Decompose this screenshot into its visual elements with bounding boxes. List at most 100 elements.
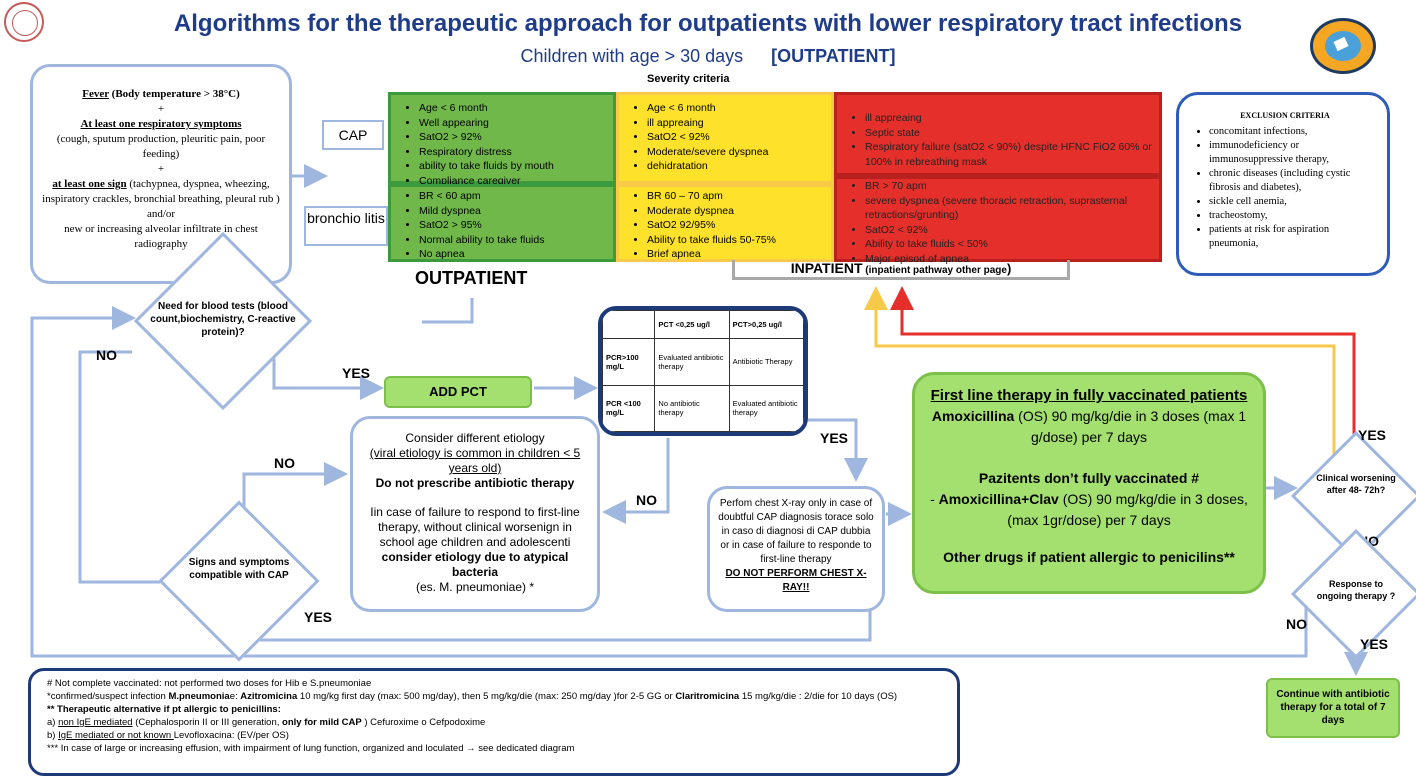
and-or-text: and/or: [146, 208, 176, 220]
blood-tests-question: Need for blood tests (blood count,bioche…: [150, 301, 296, 338]
yes-label-signs: YES: [304, 609, 333, 625]
cap-severe-item: Respiratory failure (satO2 < 90%) despit…: [865, 140, 1155, 169]
symptoms-heading: At least one respiratory symptoms: [80, 118, 242, 130]
inpatient-label: INPATIENT: [790, 260, 863, 276]
fn2-d: Azitromicina: [240, 691, 298, 702]
exclusion-title: EXCLUSION CRITERIA: [1240, 111, 1330, 120]
first-line-drug-1: Amoxicillina: [931, 408, 1015, 424]
signs-list: (tachypnea, dyspnea, wheezing, inspirato…: [42, 178, 280, 205]
plus-2: +: [157, 163, 165, 175]
fn4-c: (Cephalosporin II or III generation,: [132, 717, 283, 728]
bron-mild-item: No apnea: [419, 247, 609, 262]
bron-severe-item: Major episod of apnea: [865, 252, 1155, 267]
bron-mild-item: BR < 60 apm: [419, 189, 609, 204]
inpatient-heading: INPATIENT (inpatient pathway other page): [732, 260, 1070, 280]
bron-moderate-item: Brief apnea: [647, 247, 827, 262]
response-therapy-question: Response to ongoing therapy ?: [1316, 579, 1396, 601]
exclusion-item: chronic diseases (including cystic fibro…: [1209, 167, 1379, 195]
cap-moderate-item: dehidratation: [647, 159, 827, 174]
no-label-blood-tests: NO: [96, 347, 117, 363]
pct-col-header: PCT>0,25 ug/l: [728, 310, 804, 340]
cap-mild-item: Age < 6 month: [419, 101, 609, 116]
infiltrate-text: new or increasing alveolar infiltrate in…: [64, 223, 258, 250]
fn4-d: only for mild CAP: [282, 717, 362, 728]
cap-moderate-item: ill appreaing: [647, 116, 827, 131]
bron-moderate-item: SatO2 92/95%: [647, 218, 827, 233]
exclusion-item: sickle cell anemia,: [1209, 195, 1379, 209]
bron-mild-item: Mild dyspnea: [419, 204, 609, 219]
yes-label-worsening: YES: [1358, 427, 1387, 443]
bron-mild-item: Normal ability to take fluids: [419, 233, 609, 248]
etiology-line-1: Consider different etiology: [405, 431, 545, 445]
pct-cell: No antibiotic therapy: [654, 384, 730, 432]
fn4-b: non IgE mediated: [58, 717, 133, 728]
fn2-a: *confirmed/suspect infection: [47, 691, 169, 702]
exclusion-item: concomitant infections,: [1209, 125, 1379, 139]
severity-criteria-label: Severity criteria: [647, 73, 730, 85]
pct-row-header: PCR>100 mg/L: [602, 338, 656, 386]
bron-severe-item: BR > 70 apm: [865, 179, 1155, 194]
page-subtitle: Children with age > 30 days [OUTPATIENT]: [0, 46, 1416, 67]
clinical-worsening-question: Clinical worsening after 48- 72h?: [1316, 473, 1396, 495]
plus-1: +: [157, 103, 165, 115]
pct-cell: Evaluated antibiotic therapy: [728, 384, 804, 432]
footnote-1: # Not complete vaccinated: not performed…: [47, 678, 372, 689]
cap-moderate-cell: Age < 6 month ill appreaing SatO2 < 92% …: [616, 92, 834, 184]
yes-label-response: YES: [1360, 636, 1389, 652]
footnotes-box: # Not complete vaccinated: not performed…: [28, 668, 960, 776]
footnote-2: *confirmed/suspect infection M.pneumonia…: [47, 690, 943, 703]
etiology-line-3: Do not prescribe antibiotic therapy: [375, 476, 575, 490]
bron-moderate-item: BR 60 – 70 apm: [647, 189, 827, 204]
etiology-line-2: (viral etiology is common in children < …: [369, 446, 581, 475]
outpatient-heading: OUTPATIENT: [415, 268, 528, 288]
bronchiolitis-mild-cell: BR < 60 apm Mild dyspnea SatO2 > 95% Nor…: [388, 184, 616, 262]
pct-table-corner: [602, 310, 656, 340]
bron-mild-item: SatO2 > 95%: [419, 218, 609, 233]
bronchiolitis-moderate-cell: BR 60 – 70 apm Moderate dyspnea SatO2 92…: [616, 184, 834, 262]
first-line-dose-1: (OS) 90 mg/kg/die in 3 doses (max 1 g/do…: [1014, 408, 1247, 445]
chest-xray-warning: DO NOT PERFORM CHEST X-RAY!!: [725, 568, 867, 593]
signs-cap-question: Signs and symptoms compatible with CAP: [188, 557, 290, 581]
cap-row-label: CAP: [322, 120, 384, 150]
exclusion-criteria-box: EXCLUSION CRITERIA concomitant infection…: [1176, 92, 1390, 276]
symptoms-list: (cough, sputum production, pleuritic pai…: [56, 133, 266, 160]
subtitle-tag: [OUTPATIENT]: [771, 46, 896, 66]
bron-moderate-item: Ability to take fluids 50-75%: [647, 233, 827, 248]
subtitle-text: Children with age > 30 days: [520, 46, 744, 66]
no-label-signs: NO: [274, 455, 295, 471]
pct-crp-table: PCT <0,25 ug/l PCT>0,25 ug/l PCR>100 mg/…: [598, 306, 808, 436]
fn2-g: 15 mg/kg/die : 2/die for 10 days (OS): [739, 691, 898, 702]
different-etiology-box: Consider different etiology (viral etiol…: [350, 416, 600, 612]
mascot-logo: [1310, 18, 1376, 74]
fn2-f: Claritromicina: [675, 691, 740, 702]
page-title: Algorithms for the therapeutic approach …: [173, 10, 1243, 37]
sign-heading: at least one sign: [52, 178, 127, 190]
not-vaccinated-heading: Pazitents don’t fully vaccinated #: [978, 470, 1200, 486]
etiology-line-4: Iin case of failure to respond to first-…: [370, 505, 580, 549]
fn5-c: Levofloxacina: (EV/per OS): [173, 730, 289, 741]
bronchiolitis-severe-cell: BR > 70 apm severe dyspnea (severe thora…: [834, 176, 1162, 265]
cap-severe-item: ill appreaing: [865, 111, 1155, 126]
bronchiolitis-row-label: bronchio litis: [304, 206, 388, 246]
fever-heading: Fever: [82, 88, 109, 100]
diagnostic-criteria-box: Fever (Body temperature > 38°C) + At lea…: [30, 64, 292, 284]
other-drugs-text: Other drugs if patient allergic to penic…: [943, 549, 1235, 565]
fn5-a: b): [47, 730, 59, 741]
cap-mild-item: ability to take fluids by mouth: [419, 159, 609, 174]
fn4-e: ) Cefuroxime o Cefpodoxime: [361, 717, 486, 728]
cap-mild-item: Respiratory distress: [419, 145, 609, 160]
fever-detail: (Body temperature > 38°C): [108, 88, 240, 100]
fn2-c: e:: [229, 691, 241, 702]
first-line-drug-2-prefix: -: [930, 491, 939, 507]
no-label-pct: NO: [636, 492, 657, 508]
cap-mild-item: Well appearing: [419, 116, 609, 131]
bron-moderate-item: Moderate dyspnea: [647, 204, 827, 219]
etiology-line-5: consider etiology due to atypical bacter…: [381, 550, 569, 579]
cap-mild-item: SatO2 > 92%: [419, 130, 609, 145]
footnote-3: ** Therapeutic alternative if pt allergi…: [47, 704, 281, 715]
cap-moderate-item: Moderate/severe dyspnea: [647, 145, 827, 160]
yes-label-blood-tests: YES: [342, 365, 371, 381]
footnote-4: a) non IgE mediated (Cephalosporin II or…: [47, 716, 943, 729]
chest-xray-text: Perfom chest X-ray only in case of doubt…: [718, 498, 874, 565]
fn2-e: 10 mg/kg first day (max: 500 mg/day), th…: [297, 691, 676, 702]
